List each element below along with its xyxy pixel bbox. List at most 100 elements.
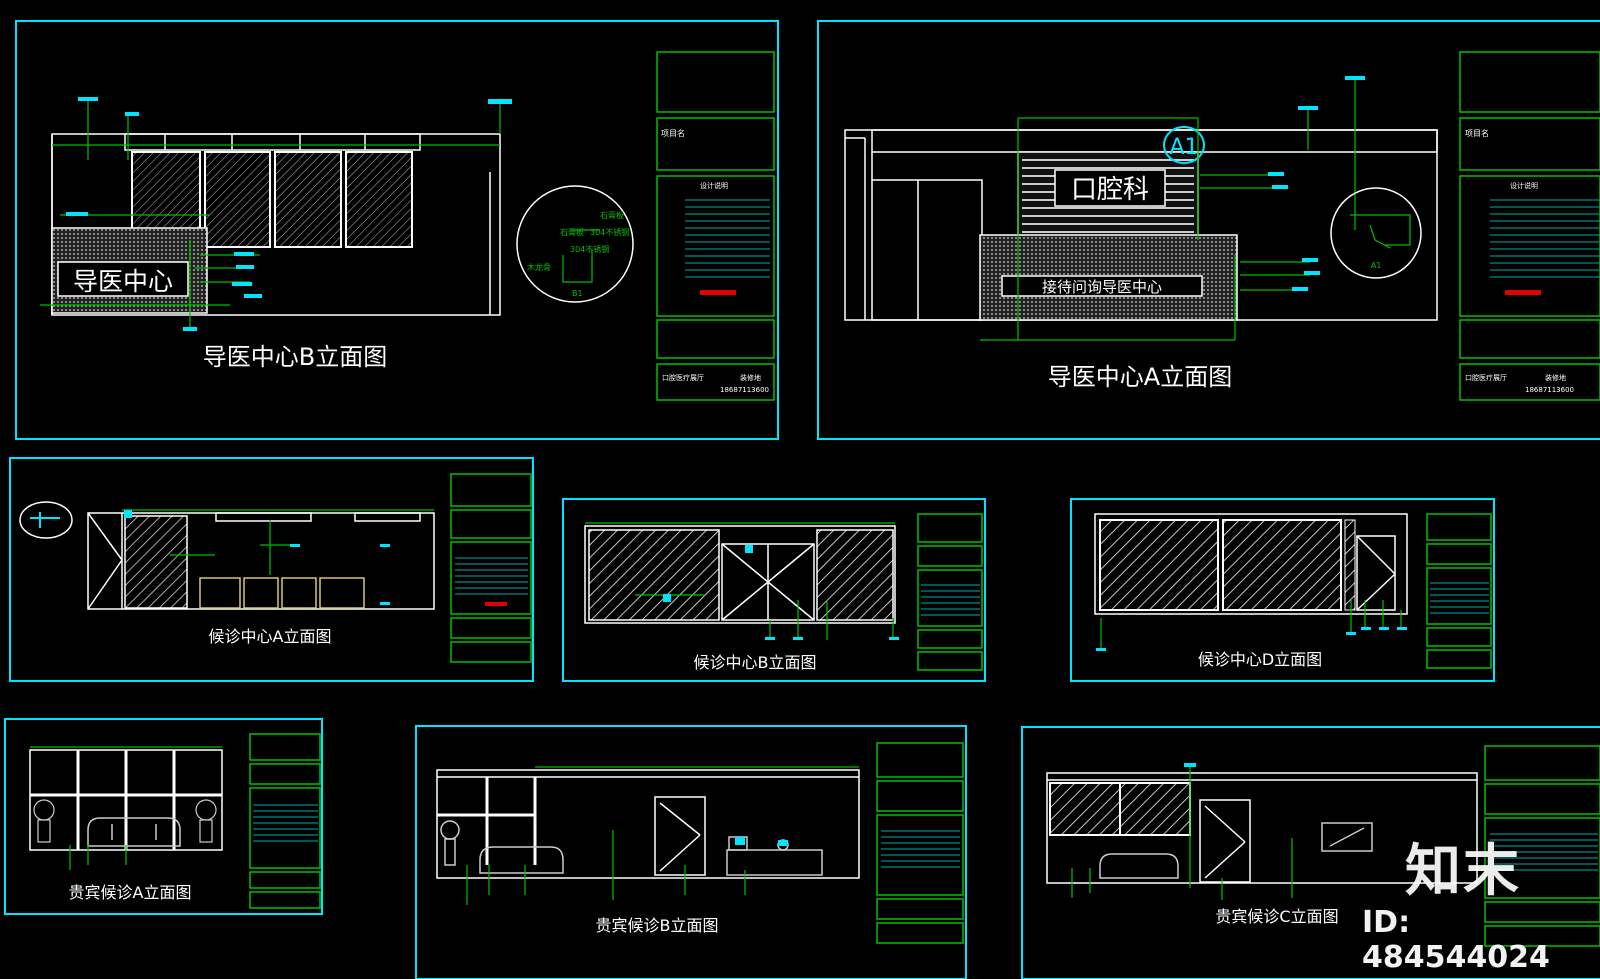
single-door [654,796,706,876]
dimension-tags [124,510,390,605]
dimension-lines [122,509,434,575]
tb-project-label: 项目名 [661,128,685,138]
wall-panels [131,151,413,248]
detail-circle [1330,187,1422,279]
red-stamp [700,290,736,295]
sheet-frame [1021,726,1600,979]
glass-panel [816,529,894,621]
title-block-lines [921,584,980,616]
dimension-tags [1096,627,1407,651]
dimension-lines [980,80,1356,341]
dimension-tags [1268,76,1365,291]
sheet-frame [4,718,323,915]
dimension-lines [466,766,859,905]
tb-designer: 装修地 [740,373,761,382]
single-door [1356,535,1396,611]
tb-designer: 装修地 [1545,373,1566,382]
title-block-lines [881,830,960,868]
detail-label: 木龙骨 [527,262,551,272]
dimension-lines [1100,600,1402,650]
reception-counter [51,227,208,314]
detail-label: 304不锈钢 [590,227,629,237]
title-block [656,51,775,401]
red-stamp [485,602,507,606]
sheet-vip-c: 贵宾候诊C立面图 [1012,718,1600,979]
tb-phone: 18687113600 [720,386,769,394]
title-block [450,473,532,663]
detail-label: 石膏板 [560,227,584,237]
watermark-id: ID: 484544024 [1362,905,1550,975]
detail-linework [562,229,600,283]
tb-drawing-label: 设计说明 [700,181,728,190]
title-block-lines [1430,582,1489,614]
drawing-title: 候诊中心B立面图 [694,653,817,672]
drawing-title: 贵宾候诊B立面图 [596,916,719,935]
waiting-chairs [199,577,365,609]
title-block-lines [685,199,770,278]
double-door [721,543,815,621]
sofa [1099,853,1179,879]
title-block [1426,513,1492,669]
tb-project-label: 项目名 [1465,128,1489,138]
sheet-waiting-b: 候诊中心B立面图 [555,490,995,690]
elevation-outline [1046,772,1478,884]
title-block-lines [455,557,528,595]
elevation-outline [436,769,860,879]
glass-panel [1344,519,1356,611]
title-block [876,742,964,944]
sheet-vip-a: 贵宾候诊A立面图 [0,710,330,920]
title-block [249,733,321,909]
glass-panel [588,529,720,621]
plant [33,799,217,843]
detail-circle [516,185,634,303]
detail-label: 石膏板 [600,210,624,220]
section-marker [1163,126,1205,164]
dimension-tags [66,97,512,331]
drawing-title: 导医中心B立面图 [203,343,387,371]
wall-cabinet [1321,822,1373,852]
department-sign: 口腔科 [1071,175,1149,205]
sheet-vip-b: 贵宾候诊B立面图 [405,715,975,979]
sheet-frame [1070,498,1495,682]
detail-circle [19,501,73,539]
tb-phone: 18687113600 [1525,386,1574,394]
glass-panel [1222,519,1342,611]
sheet-waiting-a: 候诊中心A立面图 [0,450,550,690]
sheet-frame [817,20,1600,440]
counter-sign-text: 导医中心 [73,267,173,296]
glass-panel [124,515,188,609]
title-block-lines [1490,199,1600,278]
drawing-title: 候诊中心D立面图 [1198,650,1322,669]
section-marker-label: A1 [1169,135,1198,160]
counter-sign-text: 接待问询导医中心 [1042,278,1162,296]
sofa [87,817,181,847]
sheet-b-elevation: 导医中心 石膏板 石膏板 304不锈钢 304不锈钢 木龙骨 B1 导医中心B立… [0,0,800,450]
sheet-a-elevation: 口腔科 接待问询导医中心 A1 A1 导医中心A [810,0,1600,450]
elevation-outline [584,525,896,624]
sofa [440,820,564,874]
detail-label: B1 [572,289,583,298]
detail-label: 304不锈钢 [570,244,609,254]
reception-counter [979,234,1238,321]
dimension-lines [1071,766,1293,900]
dimension-tags [663,545,899,640]
dimension-tags [735,837,788,846]
tb-company: 口腔医疗展厅 [1465,373,1507,382]
tb-drawing-label: 设计说明 [1510,181,1538,190]
red-stamp [1505,290,1541,295]
single-door [1199,799,1251,883]
sheet-waiting-d: 候诊中心D立面图 [1065,490,1500,690]
drawing-title: 贵宾候诊C立面图 [1215,907,1338,926]
title-block [1484,745,1600,947]
dimension-lines [30,746,222,870]
drawing-title: 导医中心A立面图 [1048,363,1232,391]
drawing-title: 候诊中心A立面图 [209,627,332,646]
title-block [917,513,983,671]
window-mullions [437,777,537,865]
drawing-title: 贵宾候诊A立面图 [69,883,192,902]
title-block-lines [1490,833,1598,871]
sheet-frame [562,498,986,682]
watermark-logo: 知末 [1405,839,1521,904]
detail-label: A1 [1371,261,1382,270]
dimension-tags [1184,763,1196,767]
